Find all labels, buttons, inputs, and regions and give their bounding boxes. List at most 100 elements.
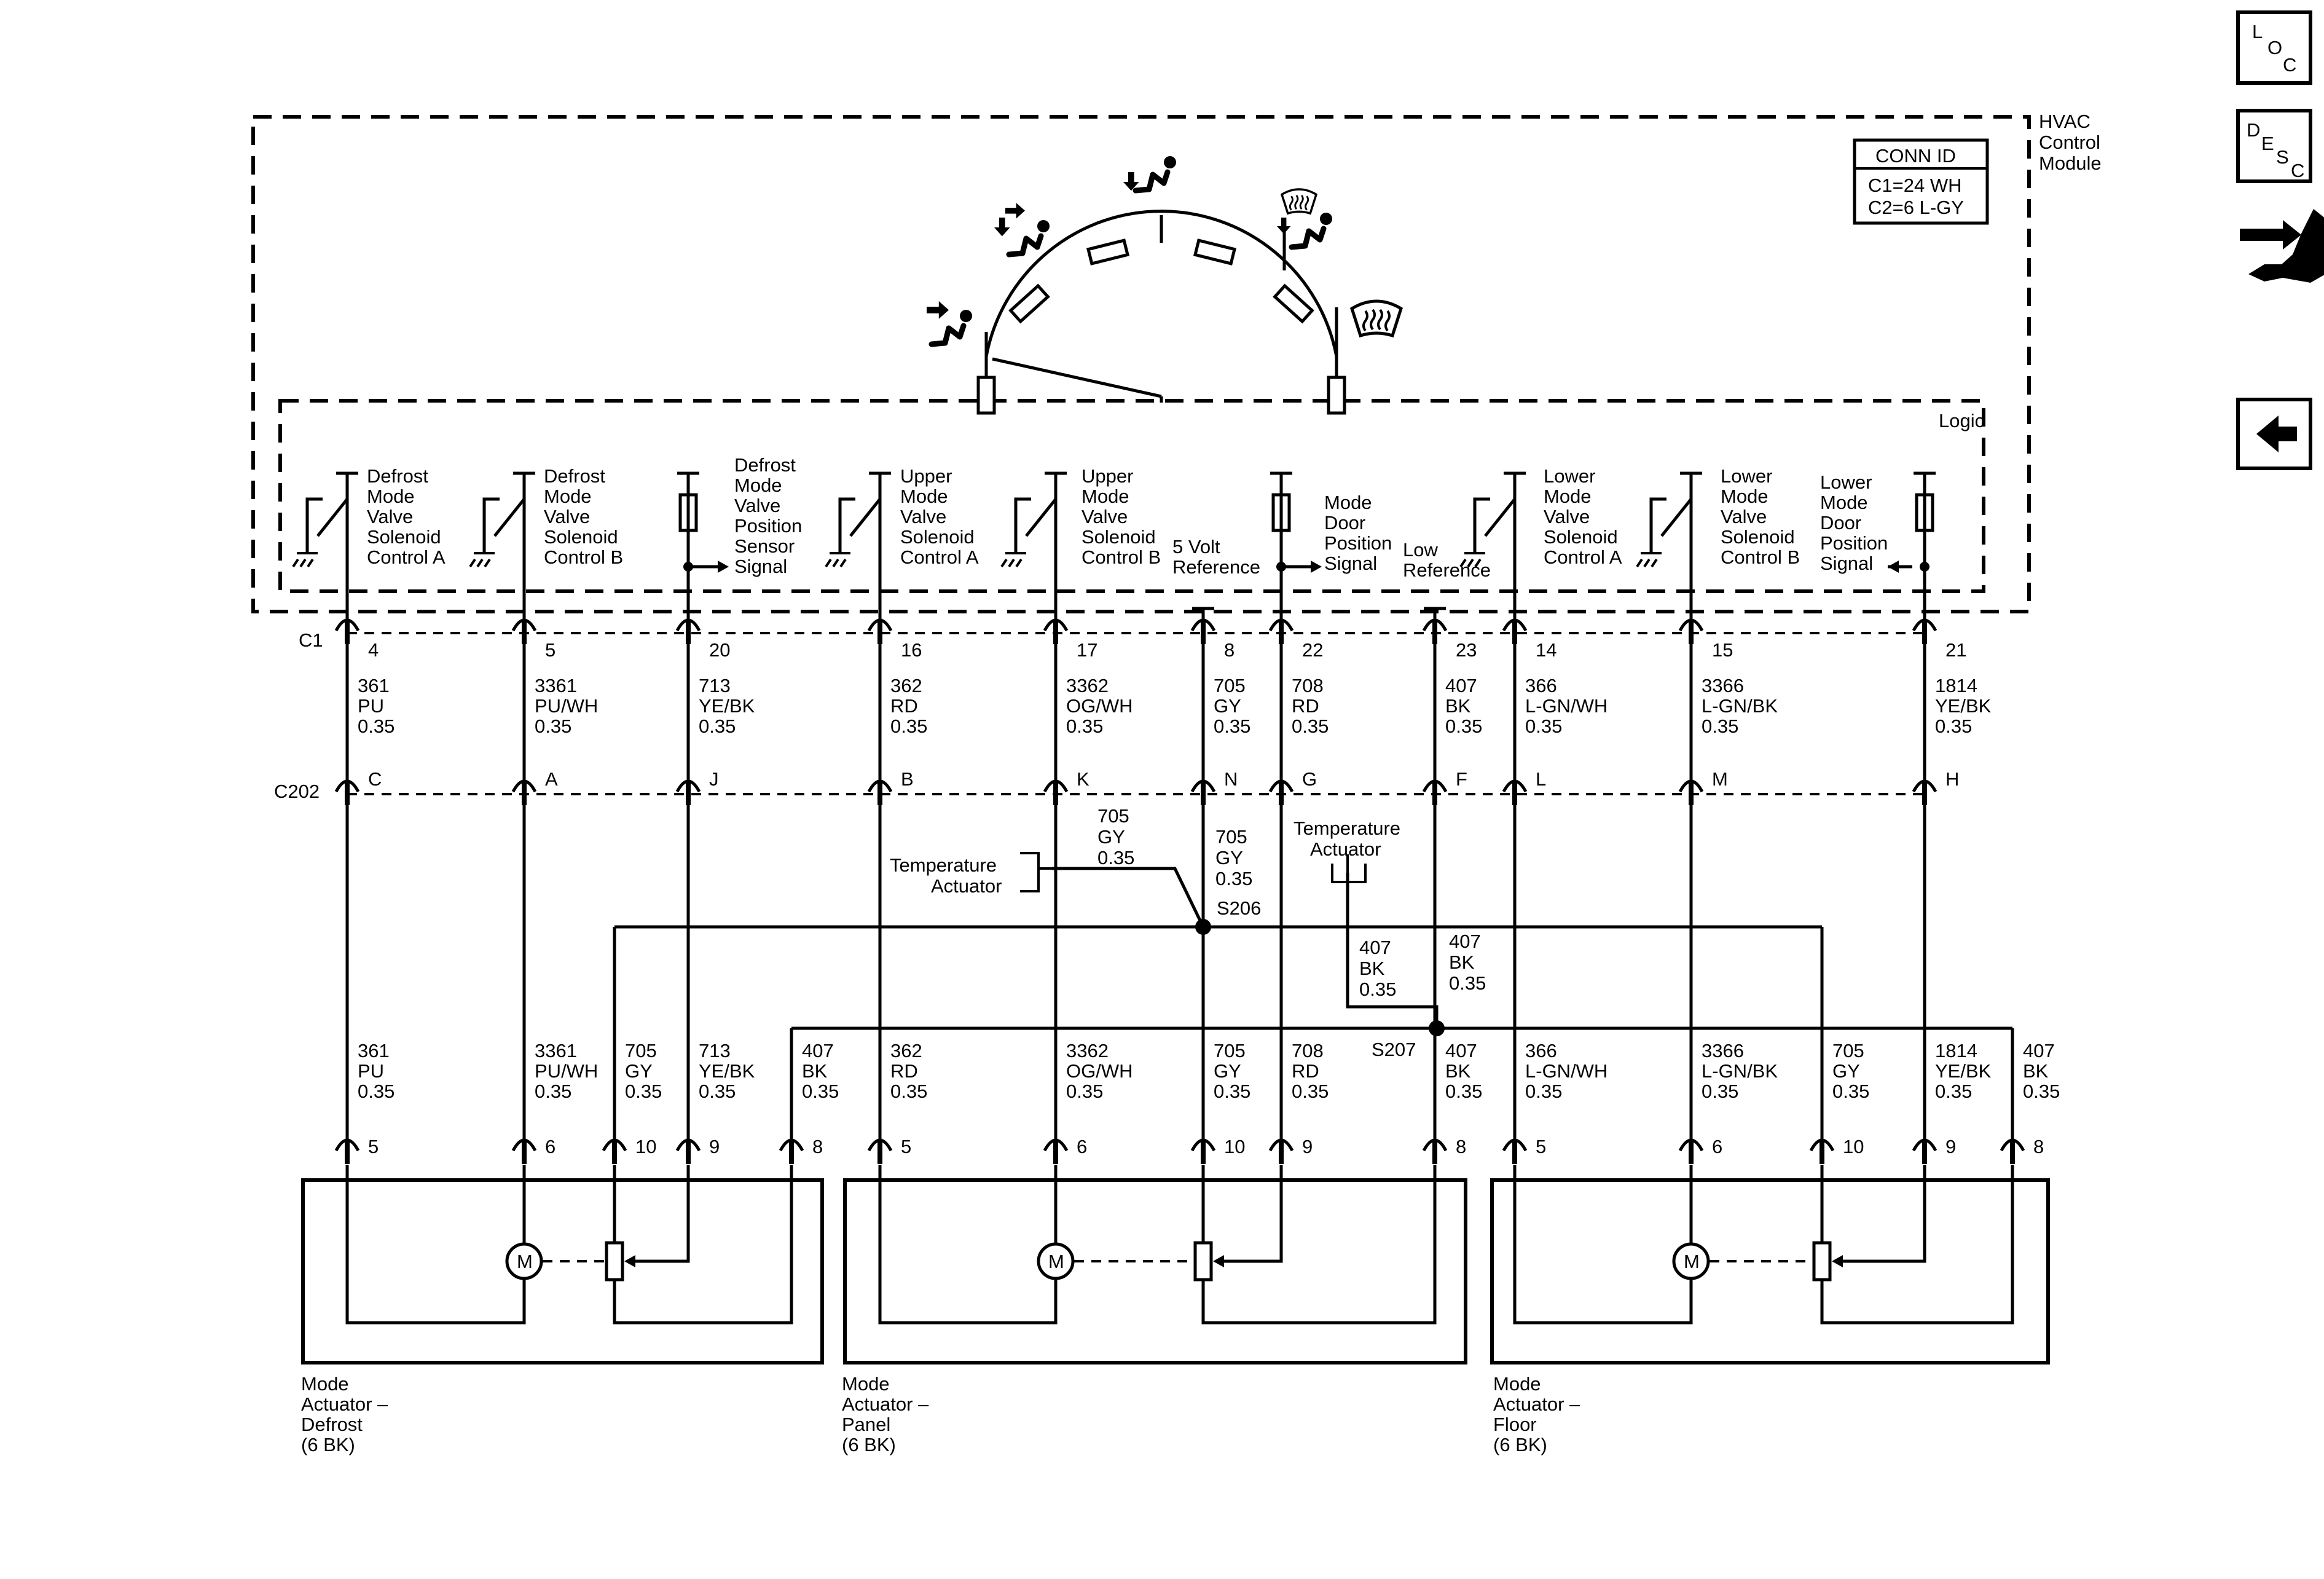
c202-pin-label: H bbox=[1945, 768, 1959, 790]
actuator-pin-terminal bbox=[1809, 1138, 1835, 1164]
motor-label: M bbox=[517, 1251, 533, 1272]
c1-terminal bbox=[1268, 618, 1294, 644]
actuator-pin-label: 5 bbox=[901, 1136, 911, 1157]
c202-pin-label: L bbox=[1536, 768, 1546, 790]
actuator-pin-label: 9 bbox=[1302, 1136, 1313, 1157]
c1-terminal bbox=[1190, 618, 1216, 644]
c1-pin-label: 16 bbox=[901, 639, 922, 661]
back-button[interactable] bbox=[2236, 398, 2312, 470]
connector-end-view-icon[interactable] bbox=[2240, 209, 2324, 283]
actuator-pin-terminal bbox=[1043, 1138, 1069, 1164]
actuator-pin-terminal bbox=[602, 1138, 627, 1164]
c202-terminal bbox=[1912, 779, 1937, 805]
actuator-pin-terminal bbox=[334, 1138, 360, 1164]
c1-terminal bbox=[1422, 618, 1448, 644]
c202-pin-label: C bbox=[368, 768, 382, 790]
c1-terminal bbox=[1043, 618, 1069, 644]
c202-terminal bbox=[334, 779, 360, 805]
c1-pin-label: 4 bbox=[368, 639, 379, 661]
position-sensor-symbol bbox=[1888, 471, 1936, 608]
c202-terminal bbox=[511, 779, 537, 805]
actuator-pin-label: 5 bbox=[368, 1136, 379, 1157]
actuator-pin-terminal bbox=[1912, 1138, 1937, 1164]
actuator-motor bbox=[1672, 1242, 1710, 1280]
hvac-control-module-outline bbox=[251, 115, 2031, 613]
c202-pin-label: K bbox=[1077, 768, 1089, 790]
feedback-potentiometer bbox=[1812, 1241, 1832, 1282]
c202-pin-label: N bbox=[1224, 768, 1238, 790]
actuator-pin-terminal bbox=[1268, 1138, 1294, 1164]
actuator-pin-terminal bbox=[2000, 1138, 2025, 1164]
conn-id-line: C1=24 WH bbox=[1868, 175, 1961, 196]
splice-s207-dot bbox=[1429, 1020, 1445, 1036]
feedback-potentiometer bbox=[605, 1241, 624, 1282]
c1-pin-label: 22 bbox=[1302, 639, 1323, 661]
motor-label: M bbox=[1684, 1251, 1700, 1272]
c202-terminal bbox=[1678, 779, 1704, 805]
c1-terminal bbox=[1678, 618, 1704, 644]
back-arrow-icon bbox=[2256, 415, 2297, 452]
s206-left-wire-label: 705 GY 0.35 bbox=[1097, 805, 1134, 868]
actuator-pin-label: 8 bbox=[812, 1136, 823, 1157]
motor-label: M bbox=[1048, 1251, 1064, 1272]
desc-button[interactable]: D E S C bbox=[2236, 109, 2312, 183]
loc-button[interactable]: L O C bbox=[2236, 10, 2312, 85]
feedback-potentiometer bbox=[1193, 1241, 1213, 1282]
c1-pin-label: 5 bbox=[545, 639, 555, 661]
c1-terminal bbox=[1502, 618, 1528, 644]
vent-floor-icon bbox=[1123, 156, 1176, 191]
c1-connector-label: C1 bbox=[299, 629, 323, 651]
position-sensor-symbol bbox=[1270, 471, 1322, 608]
conn-id-line: C2=6 L-GY bbox=[1868, 197, 1964, 218]
actuator-pin-label: 10 bbox=[1843, 1136, 1864, 1157]
actuator-pin-label: 8 bbox=[1456, 1136, 1466, 1157]
s207-right-wire-label: 407 BK 0.35 bbox=[1449, 931, 1486, 994]
desc-icon-letter: D bbox=[2247, 119, 2260, 141]
conn-id-box: CONN ID C1=24 WH C2=6 L-GY bbox=[1853, 138, 1989, 225]
actuator-motor bbox=[505, 1242, 543, 1280]
actuator-pin-terminal bbox=[1678, 1138, 1704, 1164]
splice-s206-label: S206 bbox=[1217, 897, 1261, 919]
c202-terminal bbox=[1043, 779, 1069, 805]
mode-selector-switch bbox=[976, 210, 1346, 415]
c202-pin-label: A bbox=[545, 768, 558, 790]
actuator-pin-label: 8 bbox=[2033, 1136, 2044, 1157]
desc-icon-letter: C bbox=[2291, 160, 2304, 181]
c1-pin-label: 23 bbox=[1456, 639, 1477, 661]
actuator-pin-label: 6 bbox=[1712, 1136, 1722, 1157]
s207-left-wire-label: 407 BK 0.35 bbox=[1359, 937, 1396, 1000]
actuator-housing bbox=[301, 1178, 824, 1364]
vent-defrost-icon bbox=[1352, 301, 1401, 336]
actuator-pin-label: 10 bbox=[635, 1136, 656, 1157]
splice-network bbox=[613, 852, 2014, 1152]
c1-pin-label: 20 bbox=[709, 639, 730, 661]
actuator-pin-terminal bbox=[867, 1138, 893, 1164]
c1-pin-label: 17 bbox=[1077, 639, 1097, 661]
c202-pin-label: J bbox=[709, 768, 719, 790]
actuator-pin-terminal bbox=[779, 1138, 804, 1164]
actuator-pin-label: 10 bbox=[1224, 1136, 1245, 1157]
